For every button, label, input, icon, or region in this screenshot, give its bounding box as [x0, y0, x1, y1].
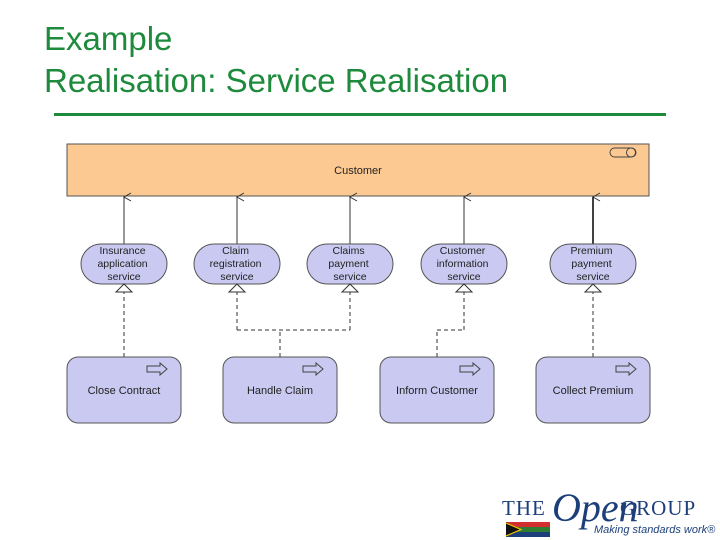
service-label: Insurance application service	[97, 245, 150, 283]
process-handle-claim[interactable]: Handle Claim	[222, 356, 338, 424]
service-insurance[interactable]: Insurance application service	[80, 243, 168, 285]
service-claims-payment[interactable]: Claims payment service	[306, 243, 394, 285]
open-group-logo: THE Open GROUP Making standards work®	[502, 485, 717, 540]
realisation-triangle-customer-information	[454, 283, 474, 293]
process-label: Handle Claim	[247, 385, 313, 397]
service-customer-information[interactable]: Customer information service	[420, 243, 508, 285]
service-claim-registration[interactable]: Claim registration service	[193, 243, 281, 285]
logo-group: GROUP	[620, 496, 697, 520]
service-label-line: service	[220, 271, 253, 283]
service-label-line: Premium	[571, 245, 613, 257]
service-label-line: service	[333, 271, 366, 283]
realisation-triangles	[114, 283, 603, 293]
service-label: Claims payment service	[328, 245, 371, 283]
title-line-2: Realisation: Service Realisation	[44, 62, 509, 99]
process-box	[66, 356, 182, 424]
process-arrow-icon	[615, 361, 637, 377]
service-label-line: payment	[328, 258, 368, 270]
service-label-line: payment	[571, 258, 611, 270]
process-close-contract[interactable]: Close Contract	[66, 356, 182, 424]
service-label-line: registration	[210, 258, 262, 270]
used-by-arrows	[122, 192, 601, 244]
actor-role-icon-circle	[626, 147, 636, 158]
service-label-line: service	[447, 271, 480, 283]
realisation-triangle-premium-payment	[583, 283, 603, 293]
service-label-line: application	[97, 258, 147, 270]
realisation-connectors	[123, 292, 594, 357]
service-label-line: Claim	[222, 245, 249, 257]
service-label-line: service	[576, 271, 609, 283]
page-title: Example Realisation: Service Realisation	[44, 18, 508, 102]
title-underline	[54, 113, 666, 116]
customer-label: Customer	[334, 165, 382, 177]
logo-tagline: Making standards work®	[594, 524, 716, 536]
customer-actor[interactable]: Customer	[66, 143, 650, 197]
flag-icon	[506, 522, 550, 537]
logo-the: THE	[502, 496, 546, 520]
process-inform-customer[interactable]: Inform Customer	[379, 356, 495, 424]
realisation-triangle-claim-registration	[227, 283, 247, 293]
service-label: Premium payment service	[571, 245, 616, 283]
process-box	[535, 356, 651, 424]
service-label: Customer information service	[437, 245, 492, 283]
title-line-1: Example	[44, 20, 173, 57]
service-premium-payment[interactable]: Premium payment service	[549, 243, 637, 285]
process-label: Collect Premium	[553, 385, 634, 397]
process-label: Close Contract	[88, 385, 161, 397]
service-label-line: Insurance	[99, 245, 145, 257]
service-label-line: service	[107, 271, 140, 283]
customer-box	[66, 143, 650, 197]
logo-open: Open	[552, 485, 639, 530]
process-arrow-icon	[146, 361, 168, 377]
process-box	[222, 356, 338, 424]
process-label: Inform Customer	[396, 385, 478, 397]
process-collect-premium[interactable]: Collect Premium	[535, 356, 651, 424]
service-label: Claim registration service	[210, 245, 265, 283]
realisation-triangle-insurance	[114, 283, 134, 293]
service-label-line: Customer	[440, 245, 486, 257]
process-box	[379, 356, 495, 424]
process-arrow-icon	[302, 361, 324, 377]
service-label-line: Claims	[332, 245, 364, 257]
service-label-line: information	[437, 258, 489, 270]
realisation-triangle-claims-payment	[340, 283, 360, 293]
process-arrow-icon	[459, 361, 481, 377]
